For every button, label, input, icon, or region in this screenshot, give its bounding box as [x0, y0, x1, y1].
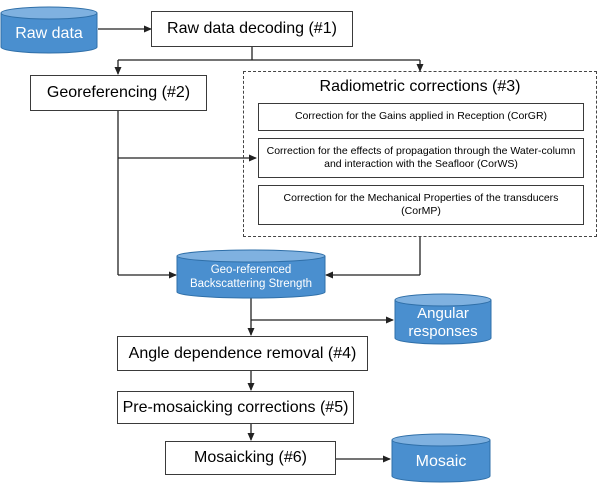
mosaic-database: Mosaic — [391, 433, 491, 483]
database-icon — [394, 293, 492, 345]
angular-responses-database: Angular responses — [394, 293, 492, 345]
database-icon — [0, 6, 98, 54]
angular-responses-label: Angular responses — [408, 305, 478, 340]
mosaicking-box: Mosaicking (#6) — [165, 441, 336, 475]
premosaic-box: Pre-mosaicking corrections (#5) — [117, 391, 354, 424]
radiometric-corrections-group — [243, 71, 597, 237]
database-icon — [176, 249, 326, 299]
raw-data-database: Raw data — [0, 6, 98, 54]
cormp-box: Correction for the Mechanical Properties… — [258, 185, 584, 225]
corgr-box: Correction for the Gains applied in Rece… — [258, 103, 584, 131]
backscatter-label: Geo-referenced Backscattering Strength — [189, 264, 313, 290]
corws-box: Correction for the effects of propagatio… — [258, 138, 584, 178]
decoding-box: Raw data decoding (#1) — [151, 11, 353, 47]
radiometric-corrections-title: Radiometric corrections (#3) — [319, 78, 521, 95]
angle-removal-box: Angle dependence removal (#4) — [117, 336, 368, 371]
georeferencing-box: Georeferencing (#2) — [30, 75, 207, 111]
backscatter-database: Geo-referenced Backscattering Strength — [176, 249, 326, 299]
database-icon — [391, 433, 491, 483]
raw-data-label: Raw data — [15, 25, 83, 43]
mosaic-label: Mosaic — [415, 453, 467, 471]
